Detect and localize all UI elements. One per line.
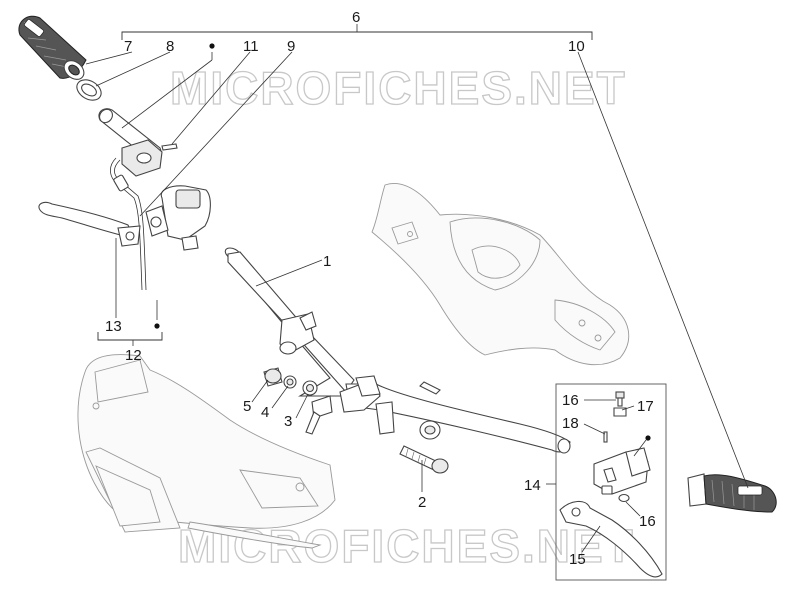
callout-17: 17 [637,398,654,415]
callout-9: 9 [287,38,295,55]
callout-11: 11 [243,38,259,55]
right-lever-assembly [555,383,667,581]
callout-3: 3 [284,413,292,430]
callout-4: 4 [261,404,269,421]
callout-1: 1 [323,253,331,270]
callout-6: 6 [352,9,360,26]
left-brake-lever [38,201,141,247]
throttle-tube [98,108,178,291]
bushing-washers [263,367,318,396]
callout-7: 7 [124,38,132,55]
assembly-box [555,383,667,581]
callout-12: 12 [125,347,142,364]
leader-lines [85,24,749,553]
callout-5: 5 [243,398,251,415]
callout-13: 13 [105,318,122,335]
washer-ring [76,79,102,101]
watermark-top: MICROFICHES.NET [170,62,627,114]
rear-handlebar-cover [371,183,630,366]
callout-16-bottom: 16 [639,513,656,530]
callout-2: 2 [418,494,426,511]
callout-18: 18 [562,415,579,432]
front-handlebar-cover [77,354,336,549]
callout-14: 14 [524,477,541,494]
brake-master-cylinder [145,185,211,251]
left-grip [18,15,87,80]
callout-10: 10 [568,38,585,55]
callout-15: 15 [569,551,586,568]
callout-16-top: 16 [562,392,579,409]
callout-8: 8 [166,38,174,55]
bolt-long [399,445,449,474]
right-grip [687,473,777,513]
